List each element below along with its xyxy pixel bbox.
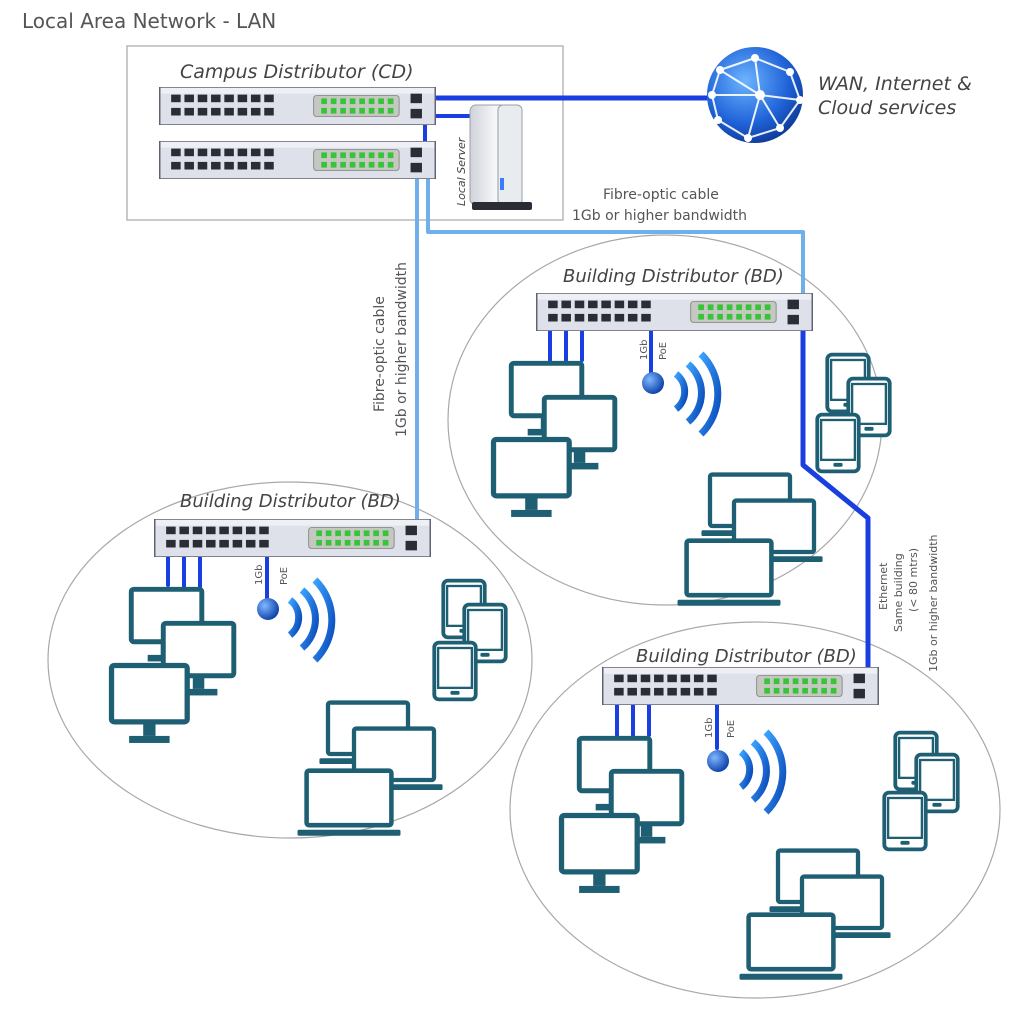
- bd1-switch: [154, 519, 431, 557]
- bd3-switch: [602, 667, 879, 705]
- bd2-access-point-icon: [642, 351, 722, 437]
- bd2-switch: [536, 293, 813, 331]
- bd3-access-point-icon: [707, 729, 787, 815]
- bd1-monitor-3: [112, 666, 188, 743]
- campus-label: Campus Distributor (CD): [180, 61, 414, 83]
- page-title: Local Area Network - LAN: [22, 9, 276, 33]
- bd3-label: Building Distributor (BD): [636, 646, 857, 667]
- campus-switch-2: [159, 141, 436, 179]
- bd3-monitor-3: [562, 816, 638, 893]
- bd1-gb-label: 1Gb: [254, 565, 265, 585]
- bd3-tablet-3: [882, 790, 928, 852]
- ethernet-bd2-bd3: [800, 320, 871, 673]
- bd1-label: Building Distributor (BD): [180, 491, 401, 512]
- local-server-icon: [469, 104, 532, 210]
- bd1-tablet-3: [432, 640, 478, 702]
- wan-label-line1: WAN, Internet &: [818, 73, 972, 95]
- bd3-laptop-3: [740, 915, 843, 980]
- bd1-laptop-3: [298, 771, 401, 836]
- fibre-v-label-line2: 1Gb or higher bandwidth: [394, 262, 410, 437]
- fibre-v-label-line1: Fibre-optic cable: [372, 296, 388, 412]
- bd2-tablet-3: [815, 412, 861, 474]
- bd3-gb-label: 1Gb: [704, 718, 715, 738]
- bd3-poe-label: PoE: [726, 720, 737, 738]
- bd2-monitor-3: [494, 440, 570, 517]
- cables: [166, 95, 871, 750]
- ethernet-label-line4: 1Gb or higher bandwidth: [927, 534, 940, 672]
- wan-label-line2: Cloud services: [818, 97, 956, 119]
- ethernet-label-line2: Same building: [892, 553, 905, 632]
- globe-icon: [707, 47, 804, 143]
- bd2-poe-label: PoE: [658, 342, 669, 360]
- building-3-ellipse: [509, 621, 1001, 999]
- campus-switch-1: [159, 87, 436, 125]
- fibre-to-bd2: [426, 176, 805, 304]
- bd1-poe-label: PoE: [279, 567, 290, 585]
- fibre-h-label-line2: 1Gb or higher bandwidth: [572, 208, 747, 224]
- bd2-label: Building Distributor (BD): [563, 266, 784, 287]
- building-1-ellipse: [47, 481, 533, 839]
- bd2-gb-label: 1Gb: [639, 340, 650, 360]
- ethernet-label-line3: (< 80 mtrs): [907, 548, 920, 612]
- fibre-h-label-line1: Fibre-optic cable: [603, 187, 719, 203]
- bd2-laptop-3: [678, 541, 781, 606]
- server-label: Local Server: [455, 136, 468, 206]
- bd1-access-point-icon: [257, 577, 336, 663]
- ethernet-label-line1: Ethernet: [877, 562, 890, 610]
